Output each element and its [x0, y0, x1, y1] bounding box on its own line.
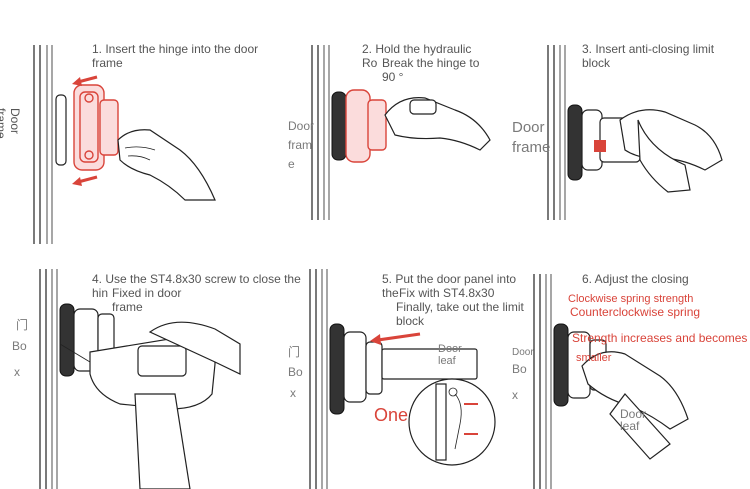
- step-6-box-label-c: x: [512, 388, 518, 402]
- step-5-box-label-b: Bo: [288, 365, 303, 379]
- step-6-red-a: Clockwise spring strength: [568, 292, 693, 306]
- step-6-box-label-b: Bo: [512, 362, 527, 376]
- step-6-panel: 6. Adjust the closing Clockwise spring s…: [500, 244, 750, 488]
- step-4-instruction-c: Fixed in door frame: [112, 286, 181, 314]
- step-4-box-label-a: 门: [16, 318, 28, 332]
- step-1-instruction: 1. Insert the hinge into the door frame: [92, 42, 258, 70]
- step-6-red-d: smaller: [576, 351, 611, 365]
- step-4-instruction-b: hin: [92, 286, 108, 300]
- step-5-box-label-a: 门: [288, 345, 300, 359]
- step-2-instruction-c: Ro: [362, 56, 377, 70]
- step-4-box-label-b: Bo: [12, 339, 27, 353]
- step-2-instruction-a: 2. Hold the hydraulic: [362, 42, 471, 56]
- step-4-box-label-c: x: [14, 365, 20, 379]
- step-3-panel: 3. Insert anti-closing limit block Door …: [500, 0, 750, 244]
- step-2-frame-label: Door fram e: [288, 117, 314, 174]
- step-2-instruction-b: Break the hinge to 90 °: [382, 56, 479, 84]
- step-6-red-b: Counterclockwise spring: [570, 305, 700, 319]
- step-1-panel: 1. Insert the hinge into the door frame …: [0, 0, 250, 244]
- step-5-leaf-label: Door leaf: [438, 343, 462, 367]
- step-6-red-c: Strength increases and becomes: [572, 331, 747, 345]
- step-1-frame-label: Door frame: [0, 108, 22, 139]
- step-6-box-label-a: Door: [512, 346, 534, 360]
- step-5-box-label-c: x: [290, 386, 296, 400]
- step-6-leaf-label: Door leaf: [620, 408, 646, 432]
- step-1-illustration: [0, 0, 250, 244]
- step-5-instruction-c: Fix with ST4.8x30: [399, 286, 494, 300]
- step-6-instruction: 6. Adjust the closing: [582, 272, 689, 286]
- step-5-instruction-a: 5. Put the door panel into: [382, 272, 516, 286]
- step-5-panel: 5. Put the door panel into the Fix with …: [250, 244, 500, 488]
- step-3-frame-label: Door frame: [512, 118, 550, 158]
- step-4-panel: 4. Use the ST4.8x30 screw to close the h…: [0, 244, 250, 488]
- step-2-panel: 2. Hold the hydraulic Break the hinge to…: [250, 0, 500, 244]
- step-5-instruction-b: the: [382, 286, 399, 300]
- step-5-one-label: One: [374, 405, 408, 425]
- step-3-instruction: 3. Insert anti-closing limit block: [582, 42, 714, 70]
